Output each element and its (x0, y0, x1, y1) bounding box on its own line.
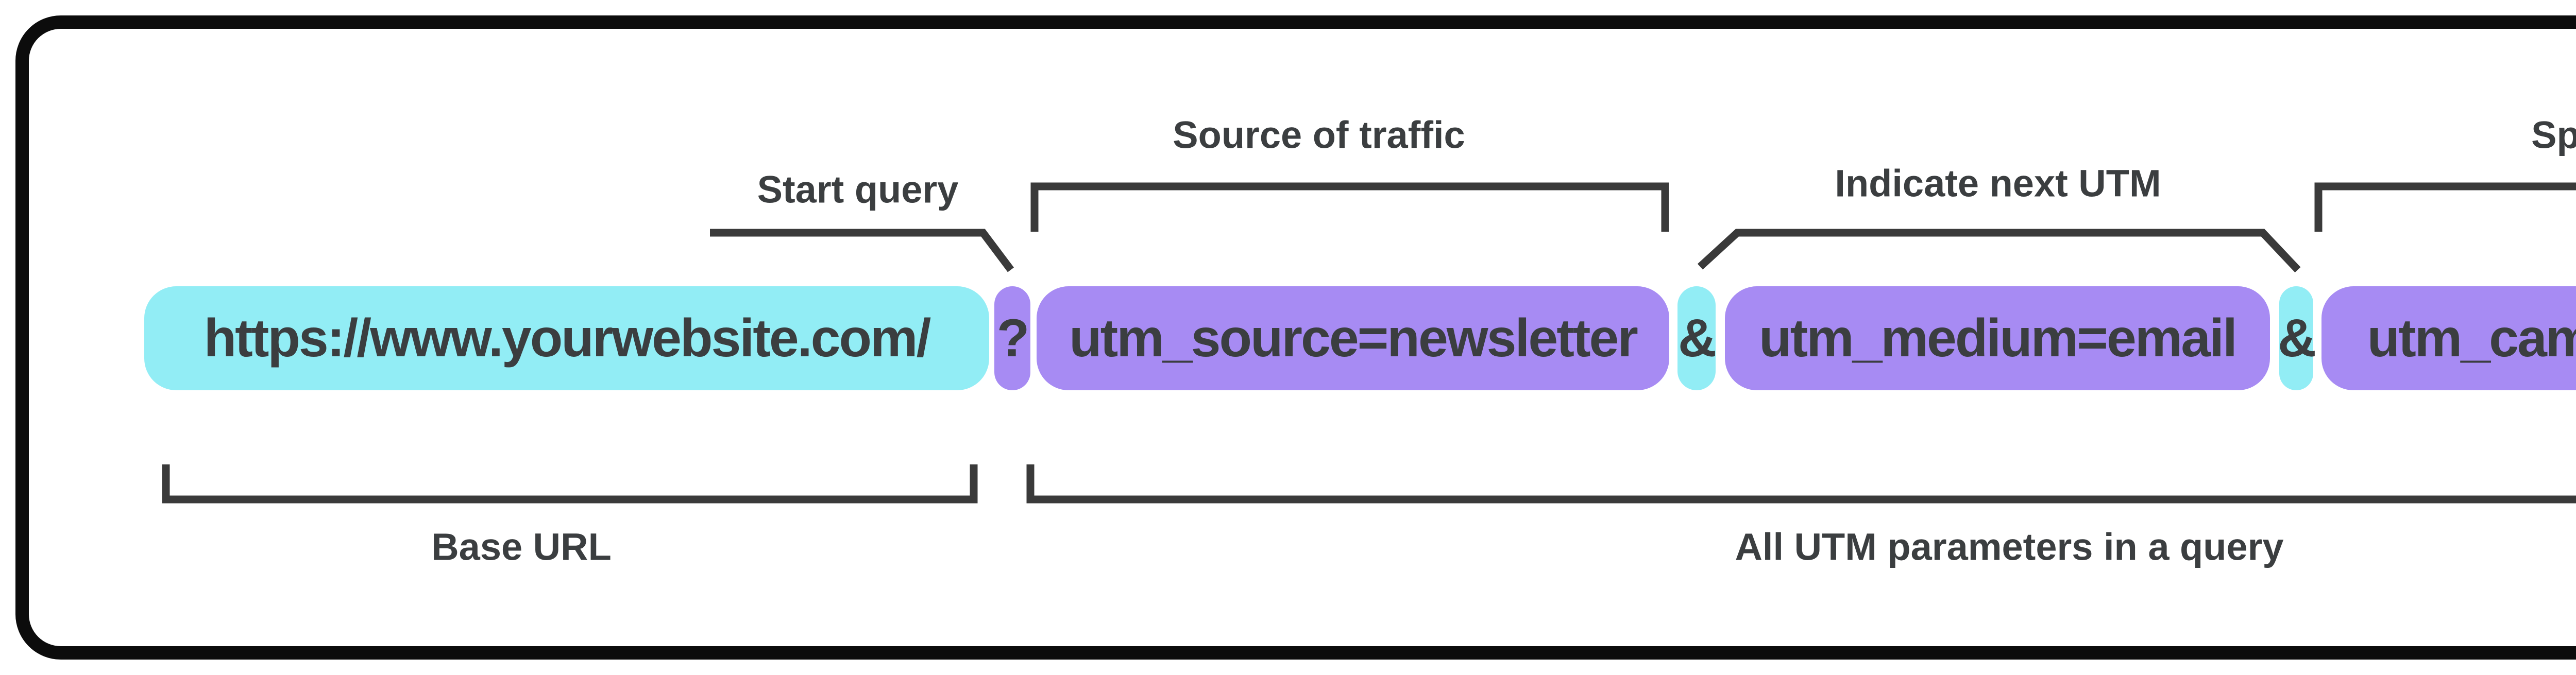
utm-medium-segment: utm_medium=email (1725, 286, 2270, 390)
ampersand-1-segment: & (1677, 286, 1717, 390)
indicate-next-utm-connector (1697, 229, 2301, 273)
ampersand-2-text: & (2277, 308, 2316, 368)
all-utm-parameters-label: All UTM parameters in a query (1735, 525, 2284, 568)
utm-source-segment: utm_source=newsletter (1037, 286, 1669, 390)
utm-medium-text: utm_medium=email (1759, 308, 2238, 368)
source-of-traffic-label: Source of traffic (1173, 113, 1465, 157)
specific-campaign-label: Specific campaign (2531, 113, 2576, 157)
base-url-label: Base URL (431, 525, 612, 568)
ampersand-1-text: & (1677, 308, 1717, 368)
utm-campaign-text: utm_campaign=spring_sale (2367, 308, 2576, 368)
specific-campaign-bracket (2314, 182, 2576, 232)
base-url-segment: https://www.yourwebsite.com/ (144, 286, 989, 390)
question-mark-segment: ? (994, 286, 1030, 390)
start-query-connector (710, 229, 1014, 272)
all-utm-parameters-bracket (1026, 464, 2576, 504)
indicate-next-utm-label: Indicate next UTM (1835, 162, 2161, 205)
utm-campaign-segment: utm_campaign=spring_sale (2321, 286, 2576, 390)
utm-source-text: utm_source=newsletter (1069, 308, 1638, 368)
base-url-text: https://www.yourwebsite.com/ (204, 308, 931, 368)
ampersand-2-segment: & (2277, 286, 2316, 390)
start-query-label: Start query (757, 168, 959, 211)
source-of-traffic-bracket (1030, 182, 1669, 232)
question-mark-text: ? (996, 308, 1030, 368)
base-url-bracket (162, 464, 978, 504)
